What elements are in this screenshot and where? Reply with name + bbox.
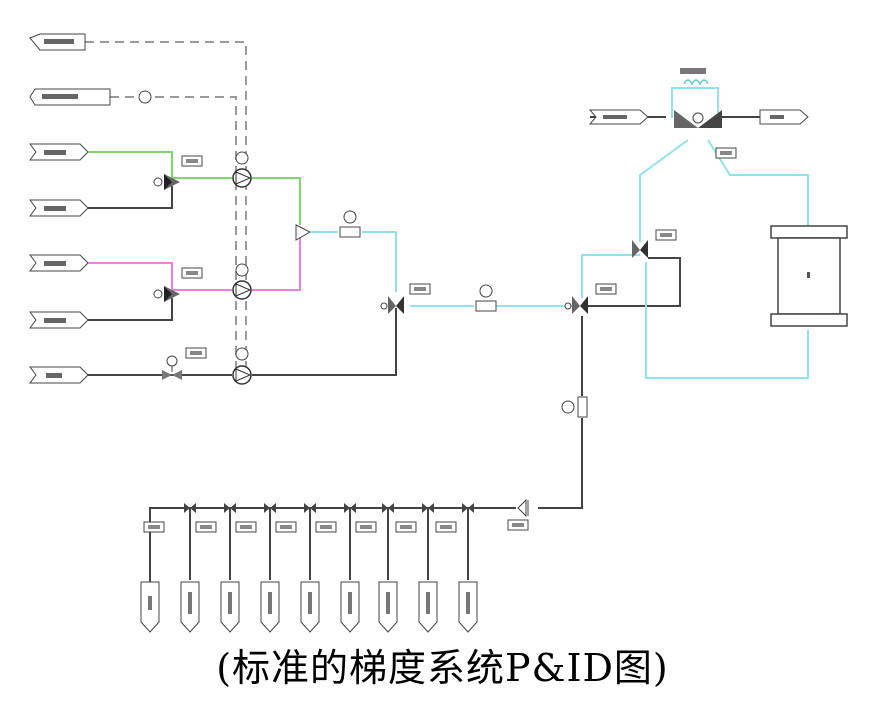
column-icon [770, 225, 848, 327]
downward-arrow-tag-icon [378, 581, 398, 633]
flow-element [475, 284, 497, 312]
valve-icon [195, 503, 236, 533]
downward-arrow-tag-icon [140, 581, 160, 633]
valve-icon [632, 229, 677, 258]
pump-circle-icon [232, 263, 252, 300]
downward-arrow-tag-icon [300, 581, 320, 633]
valve-icon [153, 155, 203, 190]
signal-lines [85, 41, 247, 370]
pump-circle-icon [232, 151, 252, 188]
valve-icon [235, 503, 276, 533]
line-a-green [88, 151, 301, 225]
downward-arrow-tag-icon [340, 581, 360, 633]
downward-arrow-tag-icon [260, 581, 280, 633]
solvent-valves [153, 155, 207, 380]
pid-diagram [29, 33, 848, 633]
downward-arrow-tag-icon [418, 581, 438, 633]
drain-branches [189, 508, 469, 580]
pump-circle-icon [232, 347, 252, 385]
valve-icon [315, 503, 356, 533]
valve-icon [355, 503, 394, 533]
downward-arrow-tag-icon [458, 581, 478, 633]
filter-element [339, 210, 361, 238]
downward-arrow-tag-icon [180, 581, 200, 633]
mixer-icon [295, 224, 312, 241]
detector [561, 396, 588, 418]
valve-icon [435, 503, 474, 533]
check-valve-icon [507, 498, 529, 531]
valve-icon [564, 283, 617, 314]
valve-icon [275, 503, 316, 533]
valve-icon [143, 503, 196, 533]
valve-icon [395, 503, 434, 533]
coil-icon [680, 68, 709, 86]
line-c-gray [88, 308, 397, 376]
figure-caption: (标准的梯度系统P&ID图) [216, 646, 669, 690]
inlet-tags [29, 33, 111, 384]
valve-icon [380, 283, 431, 314]
valve-icon [162, 347, 207, 380]
pumps [232, 151, 252, 385]
valve-icon [153, 267, 203, 302]
downward-arrow-tag-icon [220, 581, 240, 633]
drain-tags [140, 581, 478, 633]
drain-valves [143, 503, 474, 533]
line-b-magenta [88, 238, 301, 321]
